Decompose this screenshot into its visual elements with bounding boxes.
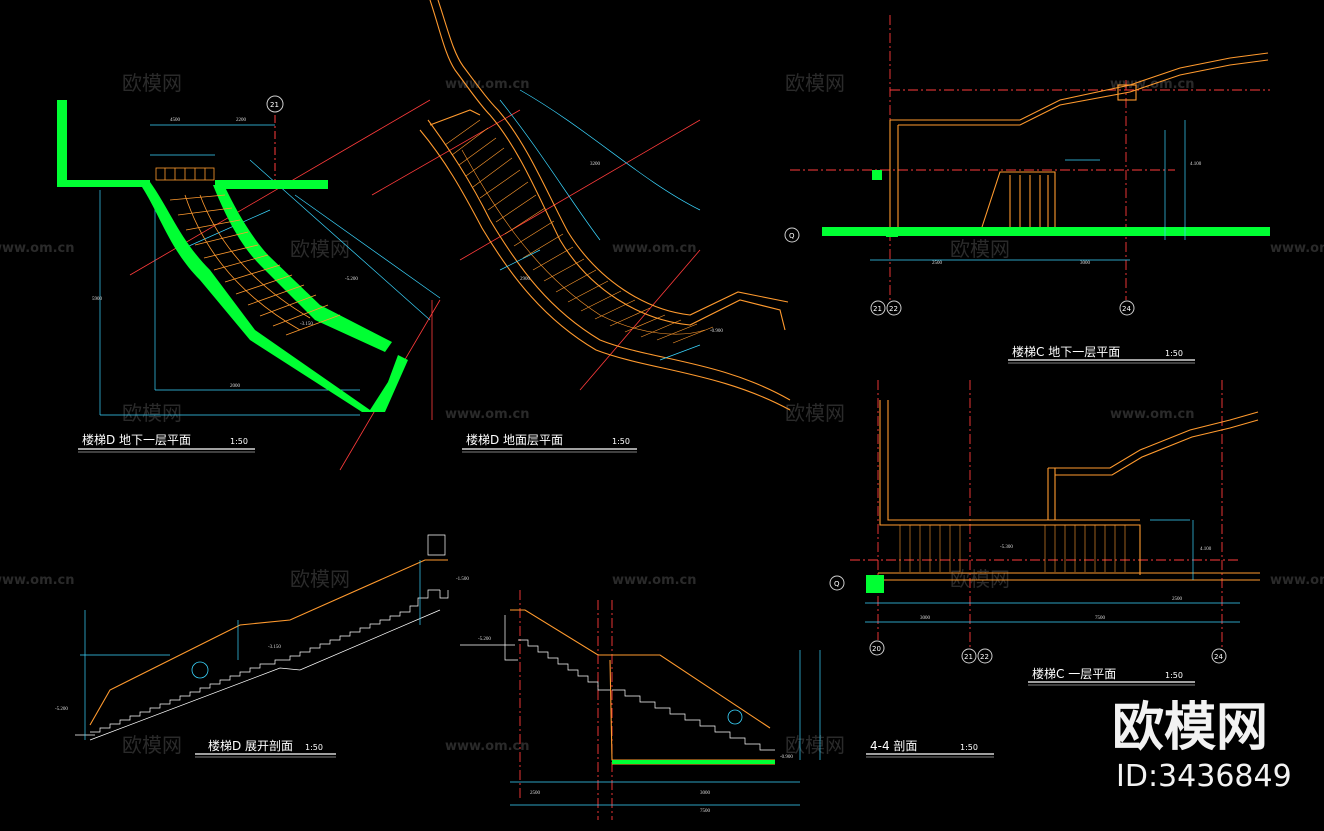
dim-text: 3200 [590,162,601,167]
dim-text: 4500 [170,118,181,123]
drawing-title: 楼梯D 展开剖面 [208,738,293,753]
level-mark: -5.200 [478,637,491,642]
dim-text: 2500 [530,791,541,796]
axis-label: 21 [873,305,882,313]
watermark-cn: 欧模网 [122,733,182,757]
brand-id: ID:3436849 [1116,759,1292,794]
axis-bubble [886,300,902,316]
level-mark: -0.900 [780,755,793,760]
watermark-url: www.om.cn [0,241,75,256]
watermark-cn: 欧模网 [785,401,845,425]
drawing-title: 4-4 剖面 [870,739,917,753]
dim-text: 2500 [932,261,943,266]
brand-logo: 欧模网 [1112,698,1268,758]
axis-bubble [1211,648,1227,664]
watermark-cn: 欧模网 [785,71,845,95]
dim-text: 2200 [236,118,247,123]
axis-label: 24 [1214,653,1223,661]
level-mark: -0.900 [710,329,723,334]
axis-label: Q [834,580,840,588]
level-mark: -5.300 [1000,545,1013,550]
stair-treads [444,119,714,344]
level-mark: -5.200 [55,707,68,712]
dim-text: 3000 [1080,261,1091,266]
dim-text: 2500 [1172,597,1183,602]
watermark-url: www.om.cn [445,407,530,422]
dim-text: 7500 [1095,616,1106,621]
axis-bubble [870,300,886,316]
watermark-cn: 欧模网 [122,401,182,425]
dim-text: 2900 [520,277,531,282]
axis-label: 21 [964,653,973,661]
watermark-url: www.om.cn [612,241,697,256]
watermark-url: www.om.cn [445,77,530,92]
level-mark: -5.200 [345,277,358,282]
section-unfold-drawing: -5.200 -3.150 -1.500 楼梯D 展开剖面 1:50 [55,534,469,758]
watermark-url: www.om.cn [445,739,530,754]
axis-label: 24 [1122,305,1131,313]
watermark-cn: 欧模网 [785,733,845,757]
axis-bubble [829,575,845,591]
drawing-scale: 1:50 [960,743,978,752]
watermark-cn: 欧模网 [290,567,350,591]
stair-profile [460,615,775,751]
watermark-url: www.om.cn [1110,407,1195,422]
stair-treads [155,167,341,336]
dim-text: 3000 [700,791,711,796]
axis-label: 20 [872,645,881,653]
watermark-cn: 欧模网 [950,237,1010,261]
watermark-cn: 欧模网 [950,567,1010,591]
dim-text: 5900 [92,297,103,302]
drawing-title: 楼梯C 一层平面 [1032,666,1116,681]
dim-text: 3000 [920,616,931,621]
axis-bubble [784,227,800,243]
section-44-drawing: 2500 3000 7500 -5.200 -0.900 4-4 剖面 1:50 [460,590,994,820]
watermark-url: www.om.cn [1270,573,1324,588]
watermark-cn: 欧模网 [122,71,182,95]
brand-block: 欧模网 ID:3436849 [1112,698,1292,794]
level-mark: -3.150 [268,645,281,650]
drawing-title: 楼梯D 地面层平面 [466,432,563,447]
axis-label: 22 [980,653,989,661]
axis-label: 22 [889,305,898,313]
axis-bubble [869,640,885,656]
axis-bubble [1119,300,1135,316]
drawing-scale: 1:50 [230,437,248,446]
stair-profile [75,534,449,741]
axis-label: Q [789,232,795,240]
drawing-scale: 1:50 [1165,349,1183,358]
watermark-layer: 欧模网 欧模网 欧模网 欧模网 欧模网 欧模网 欧模网 欧模网 欧模网 欧模网 … [0,71,1324,757]
drawing-scale: 1:50 [1165,671,1183,680]
plan-level1-right-drawing: 3000 7500 2500 -5.300 4.100 Q 20 21 22 2… [829,380,1260,686]
plan-b1-drawing: 21 4500 2200 2000 5900 [57,95,441,471]
watermark-url: www.om.cn [612,573,697,588]
watermark-url: www.om.cn [1270,241,1324,256]
level-mark: 4.100 [1200,547,1212,552]
axis-bubble [961,648,977,664]
drawing-scale: 1:50 [305,743,323,752]
watermark-cn: 欧模网 [290,237,350,261]
handrail [89,559,448,726]
drawing-scale: 1:50 [612,437,630,446]
axis-label: 21 [270,101,279,109]
green-wall [57,100,408,412]
axis-bubble [266,95,284,113]
dim-text: 2000 [230,384,241,389]
drawing-title: 楼梯C 地下一层平面 [1012,344,1120,359]
level-mark: -1.500 [456,577,469,582]
wall-outline [419,0,791,411]
level-mark: -3.150 [300,322,313,327]
plan-b1-right-drawing: 2500 3000 4.100 Q 21 22 24 楼梯C 地下一层平面 1:… [784,15,1270,364]
plan-ground-drawing: 3200 2900 -0.900 楼梯D 地面层平面 1:50 [371,0,791,453]
axis-bubble [977,648,993,664]
dim-text: 7500 [700,809,711,814]
drawing-title: 楼梯D 地下一层平面 [82,432,191,447]
watermark-url: www.om.cn [0,573,75,588]
level-mark: 4.100 [1190,162,1202,167]
